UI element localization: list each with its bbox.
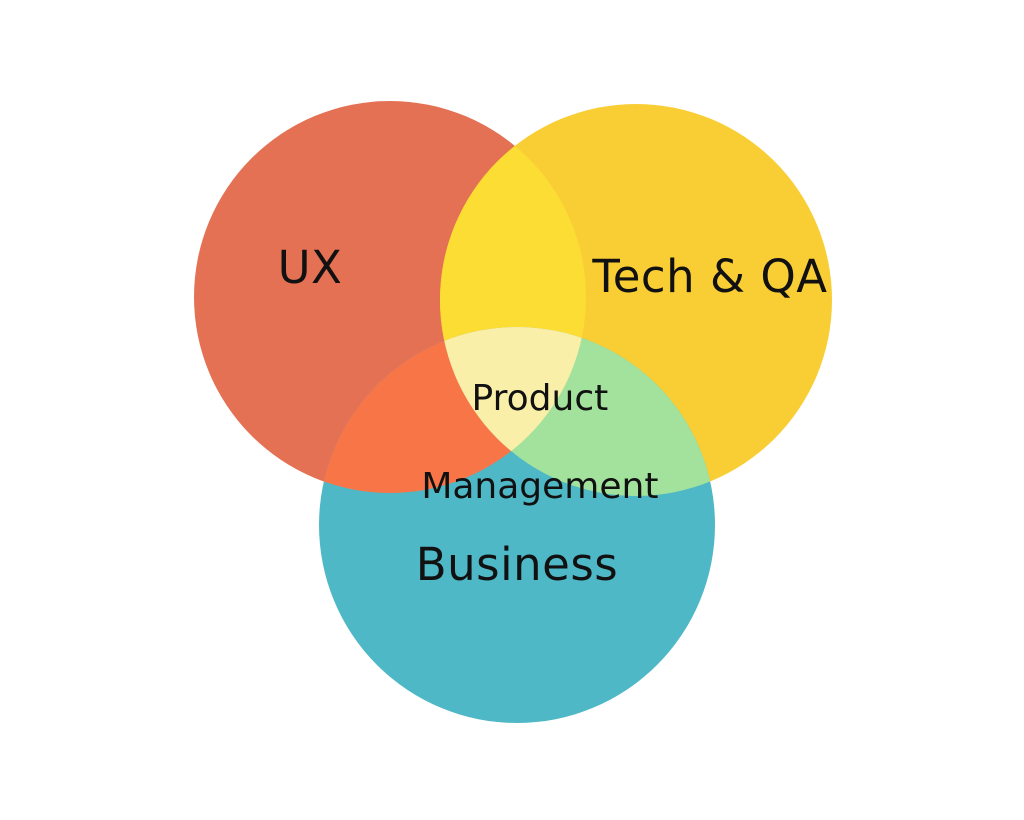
intersection-tech-business[interactable] bbox=[319, 327, 715, 723]
intersection-ux-business[interactable] bbox=[319, 327, 715, 723]
